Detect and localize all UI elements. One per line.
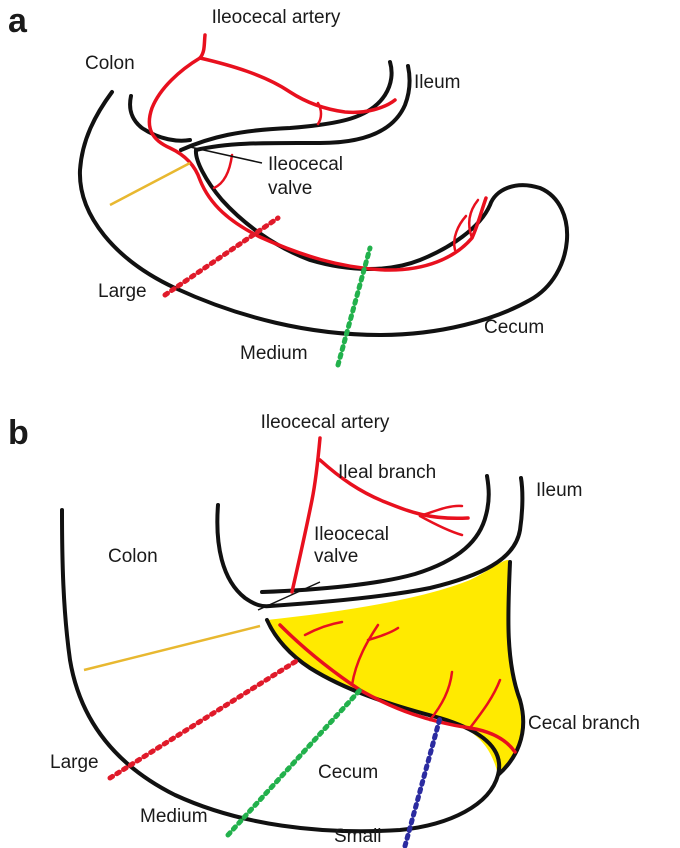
panel-b-cecum-label: Cecum bbox=[318, 762, 378, 783]
panel-b-valve-label-line1: Ileocecal bbox=[314, 524, 389, 545]
panel-b-large-cut-line bbox=[110, 660, 298, 778]
panel-a-large-label: Large bbox=[98, 281, 147, 302]
panel-b-medium-label: Medium bbox=[140, 806, 208, 827]
panel-a-colon-label: Colon bbox=[85, 53, 135, 74]
panel-b-valve-label-line2: valve bbox=[314, 546, 358, 567]
panel-b-ileal-twig-2 bbox=[420, 506, 462, 516]
panel-b-ileocecal-artery-label: Ileocecal artery bbox=[261, 412, 390, 433]
panel-a-medium-label: Medium bbox=[240, 343, 308, 364]
panel-b-ileocecal-artery bbox=[292, 438, 320, 592]
panel-a-artery-tree bbox=[149, 35, 486, 270]
panel-a-ileum-label: Ileum bbox=[414, 72, 460, 93]
panel-a-valve-leader bbox=[190, 147, 262, 163]
panel-a-artery-right-arc bbox=[200, 58, 395, 112]
panel-b-letter: b bbox=[8, 414, 29, 452]
panel-a-ileocecal-artery bbox=[200, 35, 205, 58]
panel-a-large-cut-line bbox=[165, 218, 278, 295]
panel-b-yellow-cut-line bbox=[84, 626, 260, 670]
panel-a-ileocecal-artery-label: Ileocecal artery bbox=[212, 7, 341, 28]
panel-a-valve-label-line1: Ileocecal bbox=[268, 154, 343, 175]
panel-a-yellow-cut-line bbox=[110, 163, 190, 205]
panel-a-artery-ileal-twig bbox=[318, 103, 321, 124]
panel-b-ileal-branch-label: Ileal branch bbox=[338, 462, 436, 483]
panel-a-colon-inner-wall bbox=[130, 96, 190, 141]
panel-b: b Ile bbox=[8, 412, 640, 847]
panel-a-cecum-label: Cecum bbox=[484, 317, 544, 338]
panel-b-small-label: Small bbox=[334, 826, 382, 847]
panel-b-ileum-label: Ileum bbox=[536, 480, 582, 501]
panel-b-large-label: Large bbox=[50, 752, 99, 773]
panel-b-colon-label: Colon bbox=[108, 546, 158, 567]
panel-a-cecum-outer-wall bbox=[80, 92, 567, 335]
panel-a-valve-label-line2: valve bbox=[268, 178, 312, 199]
panel-a-letter: a bbox=[8, 2, 28, 40]
panel-a-artery-valve-twig bbox=[214, 155, 232, 188]
panel-b-cecal-branch-label: Cecal branch bbox=[528, 713, 640, 734]
panel-a: a Ileocecal artery Colon Ileum Ileocecal bbox=[8, 2, 567, 365]
